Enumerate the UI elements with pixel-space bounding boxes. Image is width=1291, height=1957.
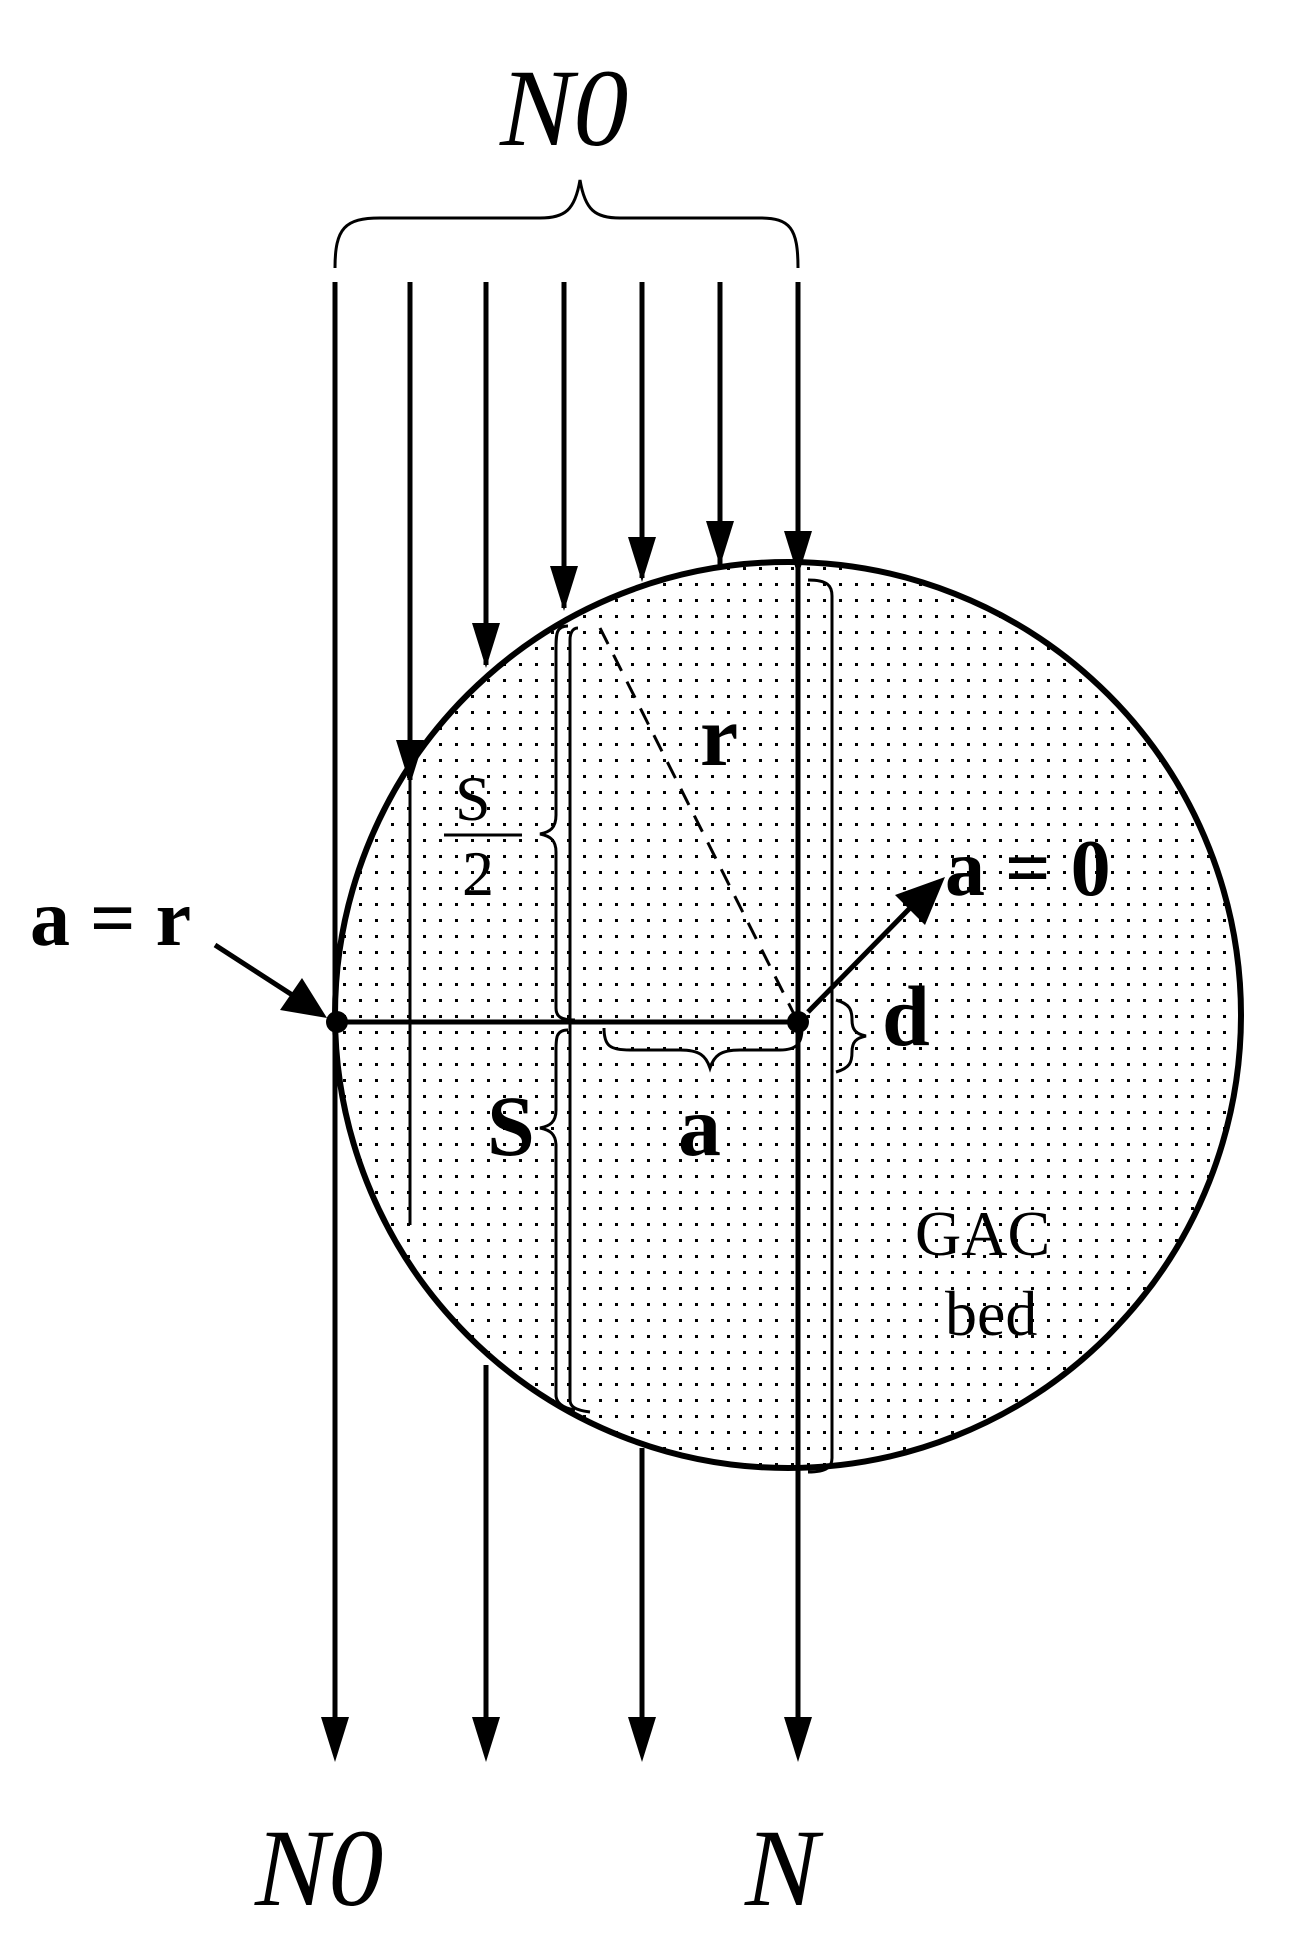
gac-bed	[332, 559, 1244, 1471]
offset-label: a	[678, 1078, 721, 1174]
arrowhead-down	[784, 1717, 812, 1762]
arrowhead-down	[550, 566, 578, 611]
center-condition-label: a = 0	[945, 825, 1111, 913]
edge-arrow-shaft	[213, 942, 302, 1003]
center-arrowhead	[895, 877, 945, 925]
radius-dashed	[598, 627, 800, 1023]
arrowhead-down	[396, 740, 424, 785]
edge-condition-label: a = r	[30, 875, 191, 963]
bed-label-line1: GAC	[915, 1198, 1050, 1269]
edge-arrowhead	[280, 978, 327, 1018]
center-arrow-shaft	[806, 906, 912, 1014]
arrowhead-down	[472, 623, 500, 668]
half-chord-denominator: 2	[462, 838, 494, 909]
outgoing-arrowheads	[321, 1717, 812, 1762]
diameter-label: d	[882, 968, 930, 1064]
incoming-beam-label: N0	[499, 47, 628, 169]
gac-bed-fill	[335, 562, 1241, 1468]
half-chord-numerator: S	[455, 763, 491, 834]
chord-bracket-center	[807, 578, 834, 1474]
arrowhead-down	[321, 1717, 349, 1762]
outgoing-left-label: N0	[254, 1807, 383, 1929]
outgoing-beams	[483, 1365, 645, 1750]
arrowhead-down	[628, 1717, 656, 1762]
arrowhead-down	[628, 537, 656, 582]
arrowhead-down	[472, 1717, 500, 1762]
edge-point	[326, 1011, 348, 1033]
half-chord-brace	[539, 624, 576, 1022]
diameter-brace	[835, 998, 867, 1074]
center-point	[787, 1011, 809, 1033]
bed-label-line2: bed	[945, 1278, 1037, 1349]
outgoing-right-label: N	[744, 1807, 824, 1929]
chord-brace	[539, 1028, 576, 1412]
arrowhead-down	[706, 521, 734, 566]
incoming-brace	[333, 179, 800, 269]
radius-label: r	[700, 688, 738, 784]
offset-brace	[602, 1027, 804, 1073]
arrowhead-down	[784, 531, 812, 576]
incoming-arrowheads	[396, 521, 812, 785]
chord-label: S	[487, 1078, 535, 1174]
